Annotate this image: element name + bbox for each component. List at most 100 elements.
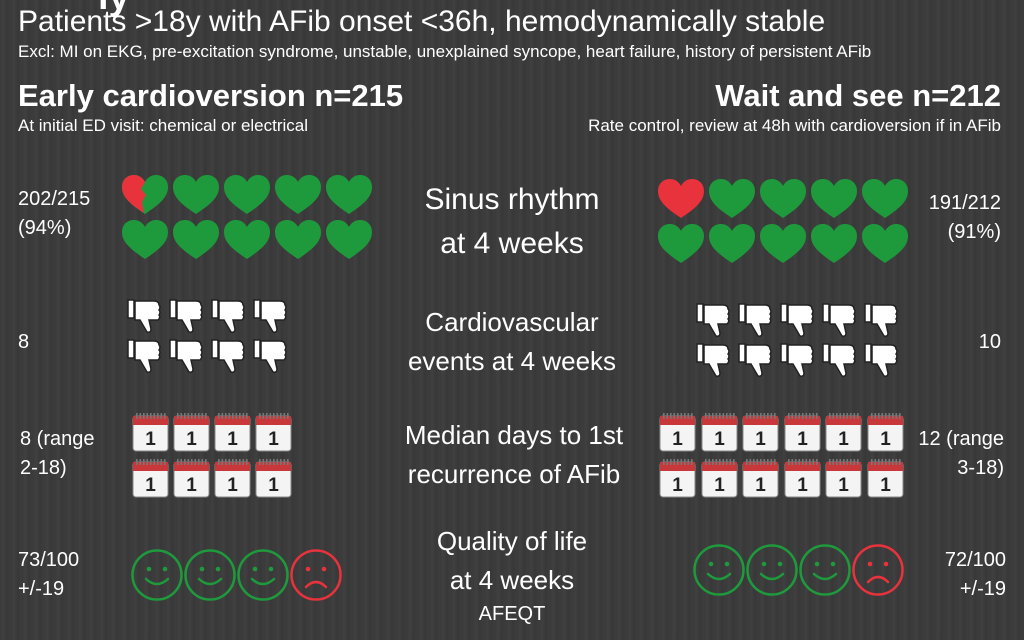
heart-icon bbox=[760, 224, 806, 263]
calendar-day-number: 1 bbox=[227, 475, 238, 496]
calendar-icon: 1 bbox=[701, 413, 737, 452]
thumbs-down-icon bbox=[211, 299, 245, 333]
left-arm-title: Early cardioversion n=215 bbox=[18, 78, 404, 113]
calendar-day-number: 1 bbox=[268, 429, 279, 450]
thumbs-down-icon bbox=[738, 343, 772, 377]
calendar-icon: 1 bbox=[742, 459, 779, 498]
sad-face-icon bbox=[290, 549, 342, 601]
left-calendar-grid: 1 1 1 1 1 1 1 1 bbox=[132, 412, 296, 498]
heart-icon bbox=[811, 224, 857, 263]
calendar-day-number: 1 bbox=[672, 475, 683, 496]
thumbs-down-icon bbox=[864, 343, 898, 377]
calendar-icon: 1 bbox=[825, 459, 862, 498]
right-cv-events-value: 10 bbox=[978, 331, 1001, 353]
thumbs-down-icon bbox=[780, 343, 814, 377]
calendar-day-number: 1 bbox=[880, 475, 891, 496]
left-cv-events-value: 8 bbox=[18, 331, 30, 353]
thumbs-down-icon bbox=[211, 339, 245, 373]
heart-icon bbox=[955, 0, 995, 16]
infographic-title-fragment: ly bbox=[98, 0, 130, 19]
left-qol-value: 73/100 +/-19 bbox=[18, 549, 80, 600]
left-faces-row bbox=[130, 548, 342, 602]
calendar-icon: 1 bbox=[784, 459, 820, 498]
happy-face-icon bbox=[237, 549, 289, 601]
calendar-icon: 1 bbox=[255, 459, 292, 498]
calendar-day-number: 1 bbox=[838, 429, 849, 450]
left-sinus-count: 202/215 bbox=[18, 188, 91, 210]
calendar-day-number: 1 bbox=[714, 475, 725, 496]
exclusion-criteria: Excl: MI on EKG, pre-excitation syndrome… bbox=[18, 42, 872, 61]
calendar-icon: 1 bbox=[214, 413, 251, 452]
qol-label: Quality of life at 4 weeks AFEQT bbox=[436, 526, 588, 625]
sinus-rhythm-label: Sinus rhythm at 4 weeks bbox=[424, 183, 600, 260]
heart-icon bbox=[326, 220, 372, 259]
thumbs-down-icon bbox=[127, 339, 161, 373]
right-faces-row bbox=[692, 543, 904, 597]
heart-icon bbox=[224, 220, 270, 259]
calendar-icon: 1 bbox=[132, 459, 169, 498]
calendar-icon: 1 bbox=[867, 413, 903, 452]
calendar-icon: 1 bbox=[173, 413, 210, 452]
calendar-icon: 1 bbox=[867, 459, 903, 498]
calendar-icon: 1 bbox=[214, 459, 251, 498]
left-arm-subtitle: At initial ED visit: chemical or electri… bbox=[18, 116, 309, 135]
happy-face-icon bbox=[184, 549, 236, 601]
heart-icon bbox=[122, 220, 168, 259]
calendar-icon: 1 bbox=[173, 459, 210, 498]
calendar-day-number: 1 bbox=[145, 475, 156, 496]
heart-icon bbox=[760, 179, 806, 218]
calendar-icon: 1 bbox=[132, 413, 169, 452]
heart-icon bbox=[658, 179, 704, 218]
heart-icon bbox=[224, 175, 270, 214]
calendar-day-number: 1 bbox=[880, 429, 891, 450]
thumbs-down-icon bbox=[169, 339, 203, 373]
left-sinus-value: 202/215 (94%) bbox=[18, 185, 90, 243]
heart-icon bbox=[862, 224, 908, 263]
right-recurrence-value: 12 (range 3-18) bbox=[918, 428, 1004, 479]
calendar-day-number: 1 bbox=[755, 429, 766, 450]
cv-events-label: Cardiovascular events at 4 weeks bbox=[407, 307, 617, 376]
right-thumbs-grid bbox=[695, 302, 905, 378]
calendar-day-number: 1 bbox=[838, 475, 849, 496]
calendar-day-number: 1 bbox=[145, 429, 156, 450]
calendar-day-number: 1 bbox=[186, 429, 197, 450]
happy-face-icon bbox=[799, 544, 851, 596]
thumbs-down-icon bbox=[253, 339, 287, 373]
left-heart-grid bbox=[120, 173, 375, 261]
thumbs-down-icon bbox=[738, 303, 772, 337]
thumbs-down-icon bbox=[127, 299, 161, 333]
right-sinus-value: 191/212 (91%) bbox=[929, 189, 1001, 247]
heart-icon bbox=[709, 224, 755, 263]
thumbs-down-icon bbox=[780, 303, 814, 337]
heart-icon bbox=[862, 179, 908, 218]
calendar-day-number: 1 bbox=[714, 429, 725, 450]
calendar-icon: 1 bbox=[742, 413, 779, 452]
thumbs-down-icon bbox=[696, 303, 730, 337]
calendar-day-number: 1 bbox=[268, 475, 279, 496]
left-sinus-percent: (94%) bbox=[18, 217, 72, 239]
calendar-day-number: 1 bbox=[227, 429, 238, 450]
thumbs-down-icon bbox=[822, 343, 856, 377]
calendar-icon: 1 bbox=[255, 413, 292, 452]
population-text: Patients >18y with AFib onset <36h, hemo… bbox=[18, 5, 826, 38]
heart-icon bbox=[709, 179, 755, 218]
heart-icon bbox=[173, 175, 219, 214]
happy-face-icon bbox=[131, 549, 183, 601]
left-thumbs-grid bbox=[126, 298, 294, 374]
recurrence-label: Median days to 1st recurrence of AFib bbox=[404, 420, 624, 489]
calendar-day-number: 1 bbox=[186, 475, 197, 496]
thumbs-down-icon bbox=[864, 303, 898, 337]
happy-face-icon bbox=[693, 544, 745, 596]
heart-icon bbox=[173, 220, 219, 259]
calendar-day-number: 1 bbox=[755, 475, 766, 496]
right-arm-subtitle: Rate control, review at 48h with cardiov… bbox=[588, 116, 1001, 135]
thumbs-down-icon bbox=[169, 299, 203, 333]
heart-icon bbox=[811, 179, 857, 218]
calendar-icon: 1 bbox=[825, 413, 862, 452]
calendar-icon: 1 bbox=[659, 413, 696, 452]
happy-face-icon bbox=[746, 544, 798, 596]
left-recurrence-value: 8 (range 2-18) bbox=[20, 428, 95, 479]
calendar-icon: 1 bbox=[701, 459, 737, 498]
heart-icon bbox=[275, 220, 321, 259]
